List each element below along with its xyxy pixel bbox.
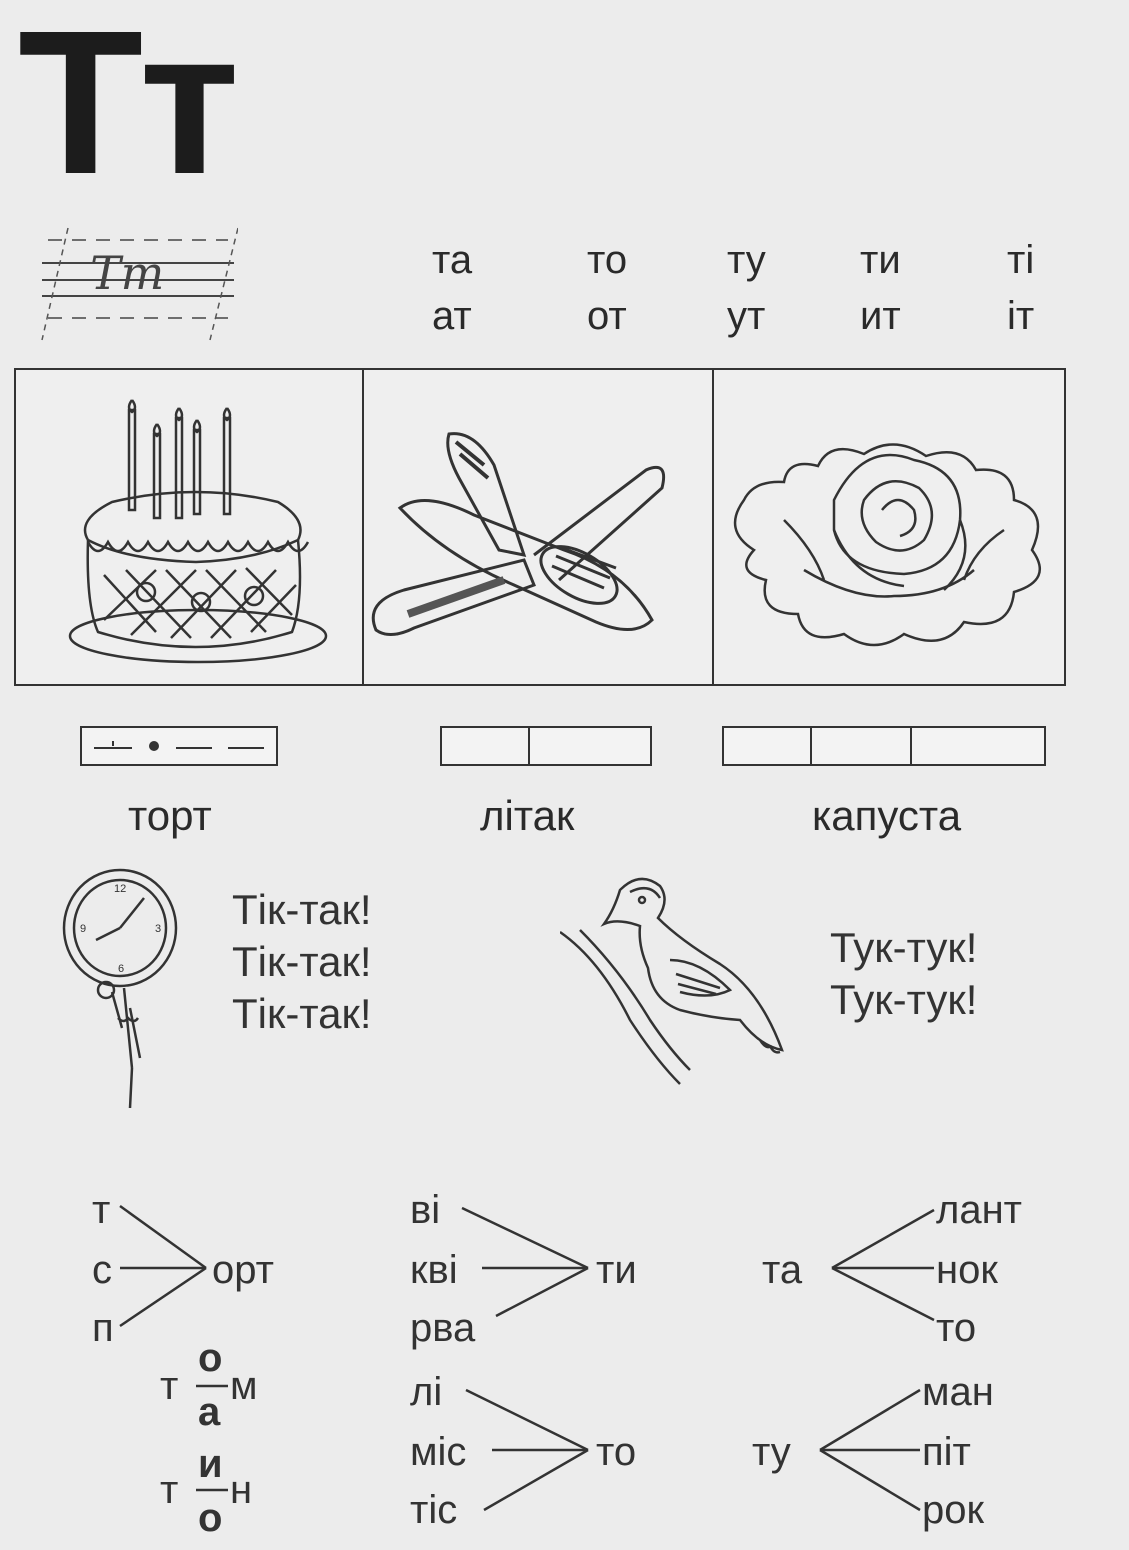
builder-start: та (762, 1248, 803, 1292)
handwriting-sample: Тт (38, 218, 238, 346)
builder-ending: то (936, 1306, 977, 1350)
scheme-litak (440, 726, 652, 766)
builder-ending: рок (922, 1488, 984, 1532)
scheme-marks-icon (82, 741, 276, 751)
builder-ending: м (230, 1364, 258, 1408)
clock-sound: Тік-так! (232, 886, 372, 933)
clock-sound: Тік-так! (232, 990, 372, 1037)
picture-frame-cake (14, 368, 364, 686)
connector-lines-icon (0, 1180, 1129, 1550)
syllable: ут (727, 294, 766, 338)
builder-ending: піт (922, 1430, 971, 1474)
handwriting-lines-icon (38, 218, 238, 346)
builder-start: ту (752, 1430, 791, 1474)
woodpecker-sound: Тук-тук! (830, 924, 978, 971)
woodpecker-sound: Тук-тук! (830, 976, 978, 1023)
script-letter: Тт (90, 246, 165, 300)
clock-icon: 12 3 6 9 (60, 868, 190, 1118)
svg-text:12: 12 (114, 883, 126, 895)
picture-word: торт (128, 792, 212, 839)
builder-syllable: п (92, 1306, 114, 1350)
picture-frame-airplane (362, 368, 714, 686)
picture-frame-cabbage (712, 368, 1066, 686)
clock-illustration: 12 3 6 9 (60, 868, 190, 1118)
syllable: ті (1007, 238, 1035, 282)
woodpecker-illustration (560, 870, 800, 1090)
cabbage-icon (714, 370, 1064, 684)
builder-syllable: т (92, 1188, 111, 1232)
letter-lower: т (139, 0, 239, 217)
builder-ending: н (230, 1468, 253, 1512)
syllable: от (587, 294, 627, 338)
syllable: ту (727, 238, 766, 282)
builder-syllable: кві (410, 1248, 458, 1292)
letter-upper: Т (18, 0, 143, 217)
syllable: іт (1007, 294, 1035, 338)
clock-sound-lines: Тік-так! Тік-так! Тік-так! (232, 884, 372, 1040)
syllable: то (587, 238, 628, 282)
scheme-kapusta (722, 726, 1046, 766)
builder-syllable: ві (410, 1188, 441, 1232)
letter-heading: Тт (18, 0, 240, 205)
builder-ending: орт (212, 1248, 274, 1292)
scheme-torto (80, 726, 278, 766)
builder-syllable: лі (410, 1370, 443, 1414)
builder-syllable: міс (410, 1430, 467, 1474)
syllable: ат (432, 294, 472, 338)
builder-ending: то (596, 1430, 637, 1474)
svg-text:3: 3 (155, 923, 161, 935)
builder-vowel: о (198, 1496, 223, 1540)
airplane-icon (364, 370, 712, 684)
builder-vowel: а (198, 1390, 221, 1434)
picture-word: літак (480, 792, 575, 839)
cake-icon (16, 370, 362, 684)
builder-ending: ти (596, 1248, 637, 1292)
builder-start: т (160, 1364, 179, 1408)
builder-vowel: о (198, 1336, 223, 1380)
svg-text:6: 6 (118, 963, 124, 975)
builder-start: т (160, 1468, 179, 1512)
syllable: ит (860, 294, 901, 338)
woodpecker-icon (560, 870, 800, 1090)
syllable: ти (860, 238, 901, 282)
clock-sound: Тік-так! (232, 938, 372, 985)
builder-syllable: с (92, 1248, 112, 1292)
builder-ending: ман (922, 1370, 994, 1414)
svg-text:9: 9 (80, 923, 86, 935)
syllable: та (432, 238, 473, 282)
builder-ending: лант (936, 1188, 1022, 1232)
woodpecker-sound-lines: Тук-тук! Тук-тук! (830, 922, 977, 1026)
builder-syllable: тіс (410, 1488, 458, 1532)
builder-ending: нок (936, 1248, 998, 1292)
builder-vowel: и (198, 1442, 223, 1486)
builder-syllable: рва (410, 1306, 476, 1350)
picture-word: капуста (812, 792, 962, 839)
